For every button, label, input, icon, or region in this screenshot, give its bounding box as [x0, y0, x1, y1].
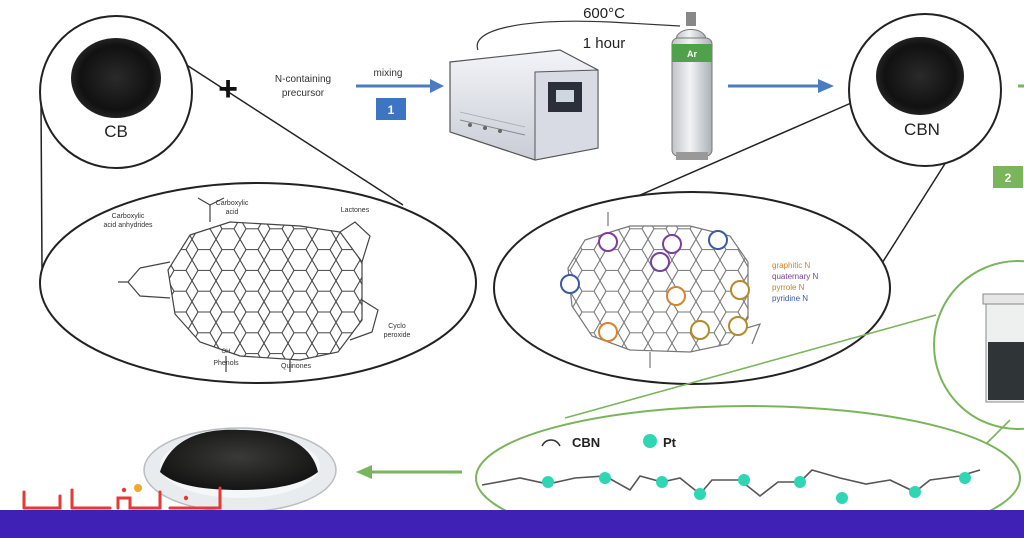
group-phenols: Phenols: [213, 360, 239, 367]
mixing-label: mixing: [374, 68, 403, 79]
n-site-4: [560, 274, 580, 294]
n-site-8: [598, 322, 618, 342]
argon-tank: [671, 12, 713, 160]
gas-label: Ar: [687, 49, 697, 59]
step1-badge: [376, 98, 406, 120]
group-anhydrides-2: acid anhydrides: [103, 222, 153, 229]
cbn-label: CBN: [904, 120, 940, 139]
pt-particle-3: [656, 476, 668, 488]
pt-particle-8: [909, 486, 921, 498]
duration-label: 1 hour: [583, 35, 626, 52]
n-site-1: [598, 232, 618, 252]
precursor-label-2: precursor: [282, 88, 325, 99]
pt-nanoparticles: [542, 472, 971, 504]
n-site-9: [690, 320, 710, 340]
group-carboxylic-top-1: Carboxylic: [216, 200, 249, 207]
green-connector-1: [564, 314, 937, 419]
pt-particle-1: [542, 476, 554, 488]
n-type-label-2: quaternary N: [772, 272, 818, 281]
group-lactones: Lactones: [341, 207, 370, 214]
cbn-pt-ellipse: [475, 405, 1021, 538]
cbn-pt-legend: [541, 434, 657, 448]
bottom-bar: [0, 510, 1024, 538]
n-type-label-4: pyridine N: [772, 294, 808, 303]
pt-particle-7: [836, 492, 848, 504]
n-site-5: [650, 252, 670, 272]
plus-sign: +: [218, 70, 238, 108]
temperature-label: 600°C: [583, 5, 625, 22]
pt-particle-6: [794, 476, 806, 488]
step2-badge: [993, 166, 1023, 188]
group-cyclo-1: Cyclo: [388, 323, 406, 330]
group-carboxylic-top-2: acid: [226, 209, 239, 216]
n-site-2: [662, 234, 682, 254]
pt-particle-5: [738, 474, 750, 486]
watermark-logo: [22, 484, 222, 510]
n-site-6: [666, 286, 686, 306]
n-site-10: [728, 316, 748, 336]
pt-particle-9: [959, 472, 971, 484]
product-arrow: [356, 465, 462, 479]
pt-particle-4: [694, 488, 706, 500]
legend-cbn-label: CBN: [572, 435, 600, 450]
n-type-legend: graphitic N quaternary N pyrrole N pyridine…: [772, 261, 818, 303]
vial: [982, 293, 1024, 403]
pt-particle-2: [599, 472, 611, 484]
step2-label: 2: [1005, 171, 1012, 185]
cb-label: CB: [104, 122, 128, 141]
cbn-particle: [876, 37, 964, 115]
group-cyclo-2: peroxide: [384, 332, 411, 339]
n-site-3: [708, 230, 728, 250]
tube-furnace: [449, 20, 681, 161]
n-type-label-1: graphitic N: [772, 261, 810, 270]
n-type-label-3: pyrrole N: [772, 283, 805, 292]
cb-zoom-lines: [40, 61, 404, 269]
group-oh: OH: [222, 349, 231, 355]
group-anhydrides-1: Carboxylic: [112, 213, 145, 220]
cb-graphene-structure: [118, 197, 379, 372]
mixing-arrow: [356, 79, 444, 93]
anneal-arrow: [728, 79, 834, 93]
cb-particle: [71, 38, 161, 118]
powder-dish: [143, 427, 337, 513]
n-site-7: [730, 280, 750, 300]
nitrogen-sites: [560, 230, 750, 342]
legend-pt-label: Pt: [663, 435, 677, 450]
step1-label: 1: [388, 103, 395, 117]
group-quinones: Quinones: [281, 363, 311, 370]
precursor-label-1: N-containing: [275, 74, 331, 85]
